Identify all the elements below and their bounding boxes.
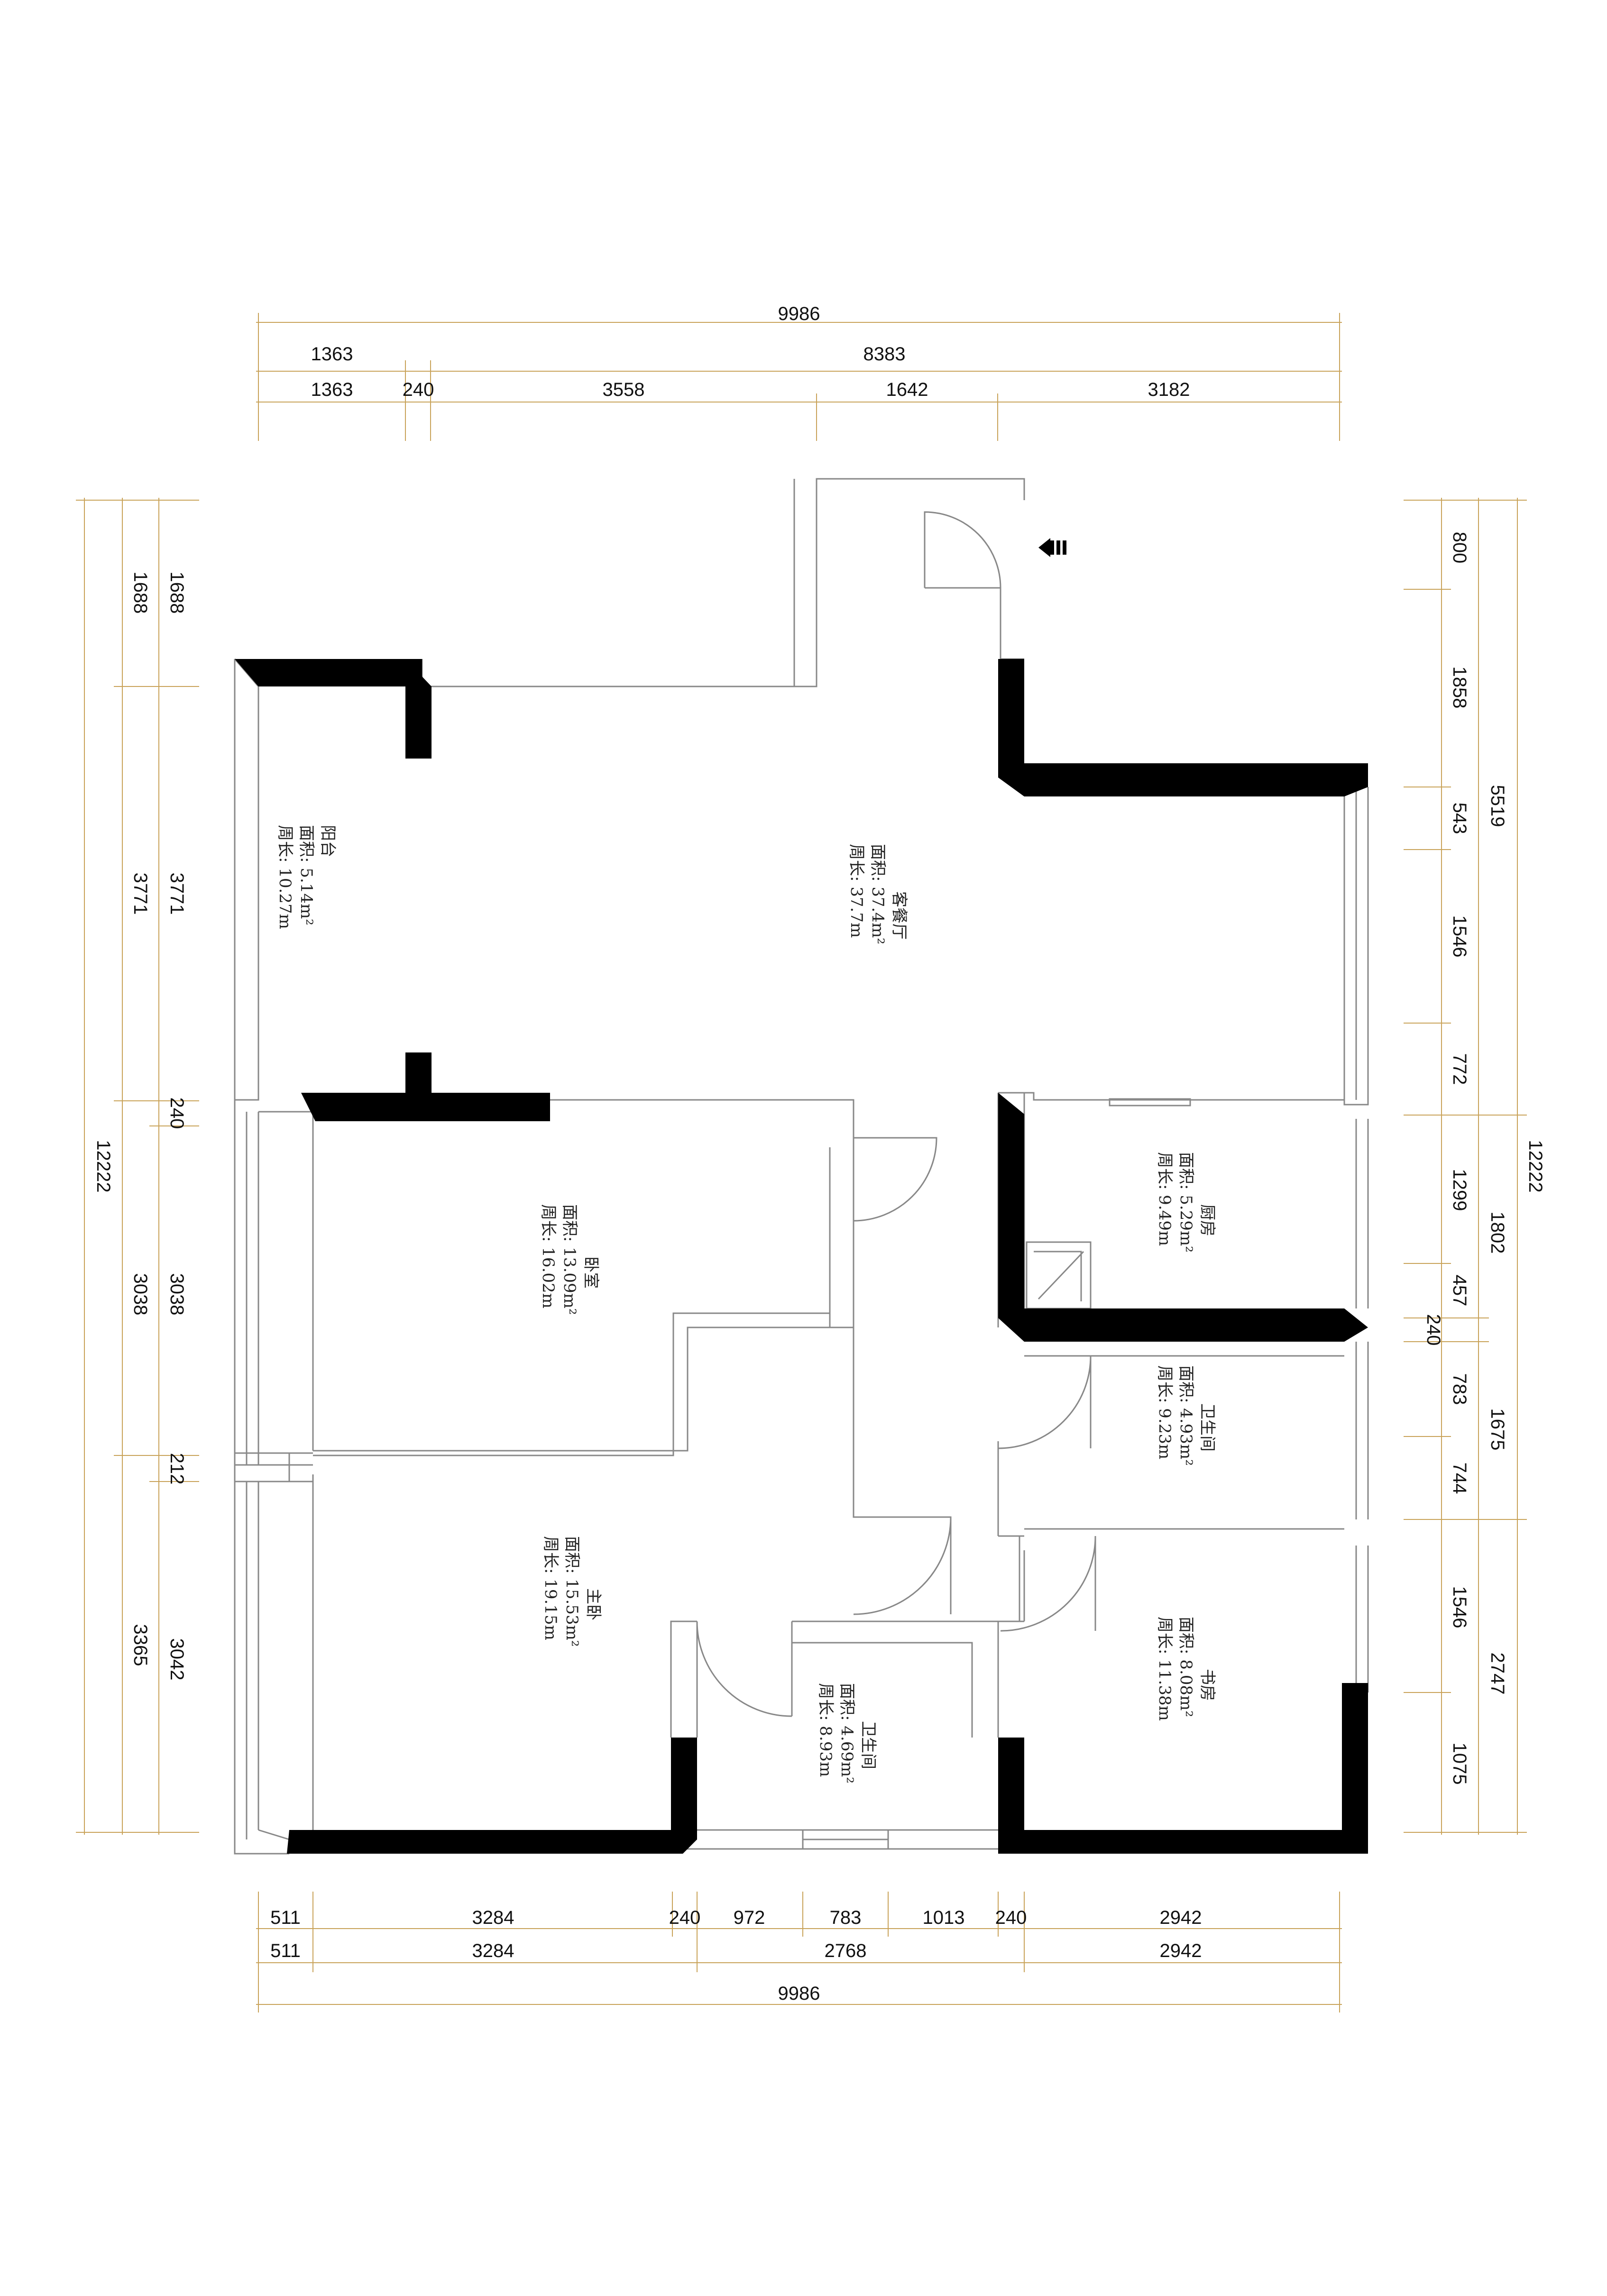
dim-right-detail-2: 1858 (1449, 667, 1470, 709)
room-perimeter: 周长: 37.7m (847, 844, 866, 938)
dim-right-detail-7: 457 (1449, 1275, 1470, 1307)
dim-left-mid-1: 1688 (130, 572, 151, 614)
dim-bottom-detail-3: 240 (669, 1907, 701, 1928)
dim-right-mid-4: 2747 (1487, 1653, 1508, 1695)
dim-right-mid-2: 1802 (1487, 1212, 1508, 1254)
room-area: 面积: 4.93m² (1176, 1365, 1195, 1466)
left-dimensions: 12222 1688 3771 3038 3365 1688 3771 240 … (76, 498, 199, 1835)
dim-left-detail-6: 3042 (166, 1638, 187, 1681)
dim-right-detail-6: 1299 (1449, 1169, 1470, 1211)
room-perimeter: 周长: 8.93m (816, 1683, 835, 1777)
dim-left-detail-4: 3038 (166, 1273, 187, 1316)
room-perimeter: 周长: 10.27m (275, 825, 294, 929)
dim-top-detail-5: 3182 (1148, 379, 1190, 400)
dim-left-mid-2: 3771 (130, 873, 151, 915)
room-area: 面积: 5.14m² (297, 825, 316, 925)
dim-left-detail-1: 1688 (166, 572, 187, 614)
room-label-kitchen: 厨房 面积: 5.29m² 周长: 9.49m (1155, 1152, 1217, 1253)
dim-right-mid-3: 1675 (1487, 1409, 1508, 1451)
room-area: 面积: 15.53m² (562, 1536, 581, 1647)
dim-bottom-detail-8: 2942 (1160, 1907, 1202, 1928)
dim-right-detail-8: 240 (1423, 1314, 1444, 1346)
dim-top-detail-4: 1642 (886, 379, 928, 400)
dim-left-detail-3: 240 (166, 1098, 187, 1129)
dim-bottom-mid-1: 511 (270, 1940, 301, 1961)
dim-top-mid-1: 1363 (311, 344, 353, 365)
dim-top-detail-1: 1363 (311, 379, 353, 400)
room-area: 面积: 5.29m² (1176, 1152, 1195, 1253)
dim-left-detail-2: 3771 (166, 873, 187, 915)
dim-right-total: 12222 (1525, 1140, 1546, 1192)
room-area: 面积: 37.4m² (868, 844, 887, 944)
dim-bottom-detail-4: 972 (734, 1907, 765, 1928)
room-name: 书房 (1198, 1669, 1217, 1701)
room-label-study: 书房 面积: 8.08m² 周长: 11.38m (1155, 1617, 1217, 1721)
room-label-bath1: 卫生间 面积: 4.93m² 周长: 9.23m (1155, 1365, 1217, 1466)
dim-bottom-detail-5: 783 (830, 1907, 862, 1928)
dim-right-detail-9: 783 (1449, 1373, 1470, 1405)
dim-right-detail-5: 772 (1449, 1053, 1470, 1085)
room-label-bath2: 卫生间 面积: 4.69m² 周长: 8.93m (816, 1683, 878, 1784)
room-perimeter: 周长: 9.23m (1155, 1365, 1174, 1459)
room-name: 卫生间 (1198, 1403, 1217, 1452)
room-area: 面积: 8.08m² (1176, 1617, 1195, 1717)
room-name: 厨房 (1198, 1204, 1217, 1236)
entry-arrow-icon (1038, 538, 1066, 557)
dim-right-detail-4: 1546 (1449, 915, 1470, 958)
room-label-living: 客餐厅 面积: 37.4m² 周长: 37.7m (847, 844, 909, 944)
dim-bottom-detail-2: 3284 (472, 1907, 514, 1928)
room-label-balcony: 阳台 面积: 5.14m² 周长: 10.27m (275, 825, 337, 929)
room-name: 主卧 (584, 1588, 603, 1620)
dim-right-detail-3: 543 (1449, 803, 1470, 834)
dim-bottom-mid-3: 2768 (825, 1940, 867, 1961)
dim-right-detail-10: 744 (1449, 1463, 1470, 1494)
room-name: 阳台 (318, 825, 337, 857)
room-area: 面积: 13.09m² (560, 1204, 579, 1315)
dim-bottom-total: 9986 (778, 1983, 820, 2004)
room-label-master: 主卧 面积: 15.53m² 周长: 19.15m (541, 1536, 603, 1647)
dim-top-detail-3: 3558 (603, 379, 645, 400)
dim-right-detail-1: 800 (1449, 532, 1470, 564)
top-dimensions: 9986 1363 8383 1363 240 3558 1642 3182 (256, 303, 1342, 441)
structural-walls (235, 659, 1368, 1854)
room-area: 面积: 4.69m² (837, 1683, 856, 1784)
room-perimeter: 周长: 19.15m (541, 1536, 560, 1640)
dim-top-total: 9986 (778, 303, 820, 324)
dim-right-detail-12: 1075 (1449, 1743, 1470, 1785)
dim-right-mid-1: 5519 (1487, 785, 1508, 827)
dim-right-detail-11: 1546 (1449, 1586, 1470, 1628)
room-name: 卫生间 (859, 1721, 878, 1769)
doors (696, 511, 1096, 1717)
dim-left-detail-5: 212 (166, 1453, 187, 1485)
dim-left-mid-4: 3365 (130, 1624, 151, 1666)
dim-bottom-mid-2: 3284 (472, 1940, 514, 1961)
dim-bottom-mid-4: 2942 (1160, 1940, 1202, 1961)
dim-bottom-detail-7: 240 (995, 1907, 1027, 1928)
room-perimeter: 周长: 11.38m (1155, 1617, 1174, 1721)
room-label-bedroom: 卧室 面积: 13.09m² 周长: 16.02m (539, 1204, 600, 1315)
right-dimensions: 800 1858 543 1546 772 1299 457 240 783 7… (1404, 498, 1546, 1835)
dim-bottom-detail-1: 511 (270, 1907, 301, 1928)
room-name: 客餐厅 (890, 891, 909, 940)
dim-bottom-detail-6: 1013 (923, 1907, 965, 1928)
bottom-dimensions: 511 3284 240 972 783 1013 240 2942 511 3… (256, 1892, 1342, 2012)
dim-left-total: 12222 (93, 1140, 114, 1192)
dim-top-detail-2: 240 (403, 379, 434, 400)
room-perimeter: 周长: 9.49m (1155, 1152, 1174, 1246)
room-name: 卧室 (581, 1256, 600, 1289)
dim-left-mid-3: 3038 (130, 1273, 151, 1316)
dim-top-mid-2: 8383 (863, 344, 906, 365)
room-perimeter: 周长: 16.02m (539, 1204, 558, 1308)
